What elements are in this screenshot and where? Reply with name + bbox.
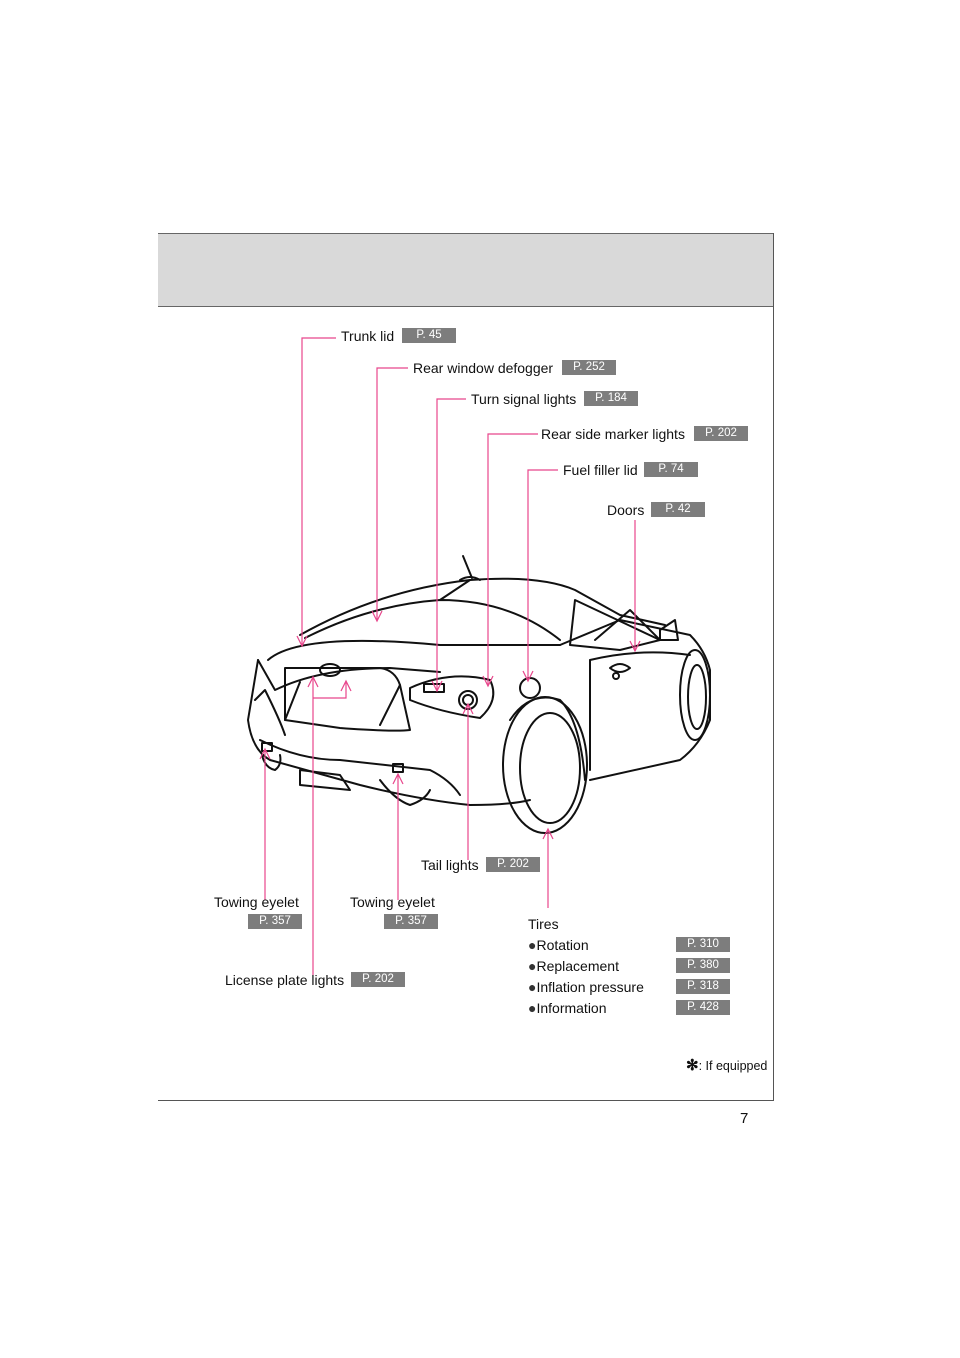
- footnote: ✻: If equipped: [686, 1056, 767, 1074]
- tires-rotation-page-badge[interactable]: P. 310: [676, 937, 730, 952]
- tires-information-page-badge[interactable]: P. 428: [676, 1000, 730, 1015]
- rear-side-marker-lights-label: Rear side marker lights: [541, 426, 685, 442]
- license-plate-lights-page-badge[interactable]: P. 202: [351, 972, 405, 987]
- tires-item-label: Inflation pressure: [536, 979, 644, 995]
- trunk-lid-page-badge[interactable]: P. 45: [402, 328, 456, 343]
- page-number: 7: [740, 1110, 749, 1127]
- tires-title: Tires: [528, 916, 559, 932]
- towing-eyelet-right-label: Towing eyelet: [350, 894, 435, 910]
- fuel-filler-lid-page-badge[interactable]: P. 74: [644, 462, 698, 477]
- tail-lights-label: Tail lights: [421, 857, 479, 873]
- bullet-icon: ●: [528, 958, 537, 974]
- tires-item-rotation: ●Rotation: [528, 937, 589, 953]
- doors-label: Doors: [607, 502, 645, 518]
- rear-side-marker-lights-page-badge[interactable]: P. 202: [694, 426, 748, 441]
- tires-item-label: Information: [536, 1000, 607, 1016]
- tires-item-replacement: ●Replacement: [528, 958, 619, 974]
- bullet-icon: ●: [528, 937, 537, 953]
- tires-item-inflation-pressure: ●Inflation pressure: [528, 979, 644, 995]
- towing-eyelet-left-label: Towing eyelet: [214, 894, 299, 910]
- bullet-icon: ●: [528, 979, 537, 995]
- car-outline: [247, 555, 711, 834]
- header-band: [158, 233, 774, 307]
- tires-inflation-pressure-page-badge[interactable]: P. 318: [676, 979, 730, 994]
- bullet-icon: ●: [528, 1000, 537, 1016]
- towing-eyelet-left-page-badge[interactable]: P. 357: [248, 914, 302, 929]
- asterisk-icon: ✻: [686, 1057, 699, 1074]
- tail-lights-page-badge[interactable]: P. 202: [486, 857, 540, 872]
- rear-window-defogger-label: Rear window defogger: [413, 360, 554, 376]
- trunk-lid-label: Trunk lid: [341, 328, 395, 344]
- doors-page-badge[interactable]: P. 42: [651, 502, 705, 517]
- tires-item-label: Rotation: [536, 937, 589, 953]
- footnote-text: : If equipped: [698, 1059, 768, 1073]
- turn-signal-lights-page-badge[interactable]: P. 184: [584, 391, 638, 406]
- towing-eyelet-right-page-badge[interactable]: P. 357: [384, 914, 438, 929]
- license-plate-lights-label: License plate lights: [225, 972, 345, 988]
- page-border-bottom: [158, 1100, 774, 1101]
- tires-item-label: Replacement: [536, 958, 619, 974]
- tires-replacement-page-badge[interactable]: P. 380: [676, 958, 730, 973]
- tires-item-information: ●Information: [528, 1000, 607, 1016]
- leader-lines: [259, 337, 641, 975]
- fuel-filler-lid-label: Fuel filler lid: [563, 462, 638, 478]
- page-border-right: [773, 233, 774, 1101]
- turn-signal-lights-label: Turn signal lights: [471, 391, 577, 407]
- rear-window-defogger-page-badge[interactable]: P. 252: [562, 360, 616, 375]
